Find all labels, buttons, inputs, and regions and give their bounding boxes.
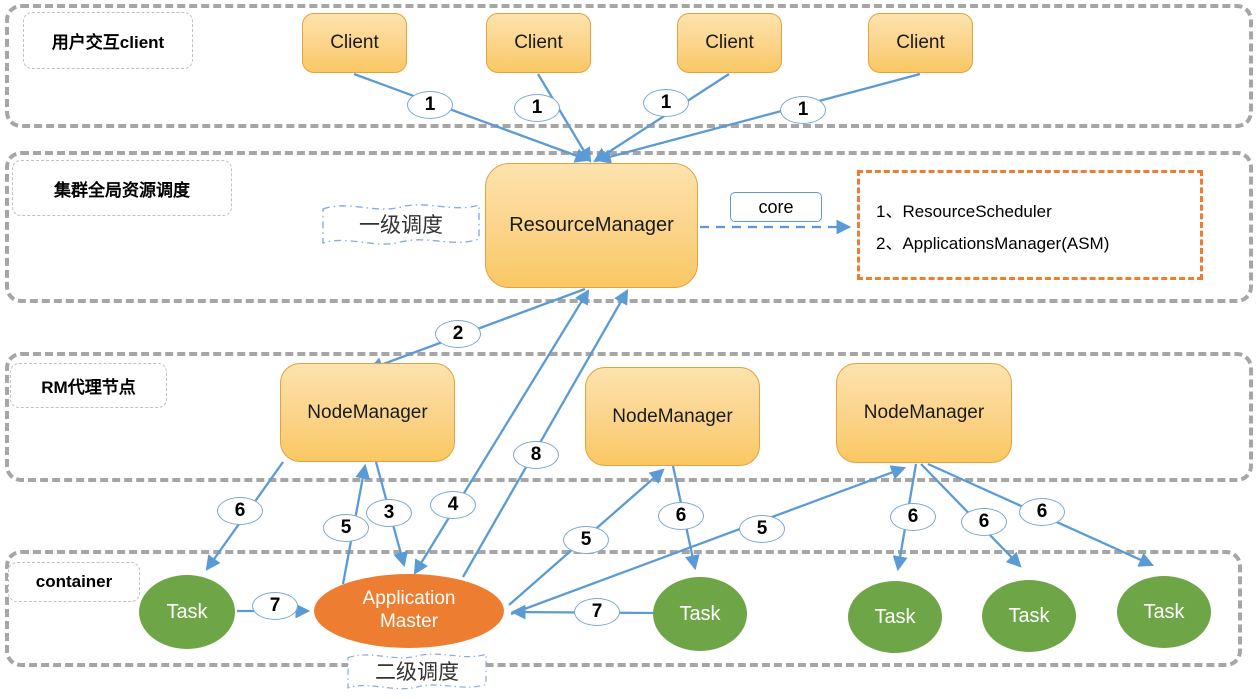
arrow-client2-to-rm	[537, 73, 592, 163]
global-scheduler-band-label: 集群全局资源调度	[12, 160, 232, 216]
task-node-4: Task	[982, 580, 1076, 652]
client-node-1: Client	[302, 13, 407, 73]
rm-agent-band	[5, 352, 1253, 482]
container-band-label: container	[8, 562, 140, 602]
step-badge-4: 4	[430, 491, 476, 519]
step-badge-7: 7	[574, 598, 620, 626]
global-scheduler-band	[5, 151, 1253, 303]
arrow-am-to-rm	[462, 289, 629, 578]
step-badge-2: 2	[435, 320, 481, 348]
step-badge-8: 8	[513, 441, 559, 469]
node-manager-3: NodeManager	[836, 363, 1012, 463]
first-level-scheduling-callout: 一级调度	[320, 198, 482, 250]
first-level-scheduling-callout-wave-shape	[322, 204, 480, 245]
task-node-1: Task	[139, 575, 235, 649]
application-master-node: Application Master	[314, 574, 504, 648]
clients-band-label: 用户交互client	[23, 12, 193, 69]
step-badge-3: 3	[366, 499, 412, 527]
rm-core-components-note: 1、ResourceScheduler 2、ApplicationsManage…	[857, 170, 1203, 280]
step-badge-6: 6	[961, 508, 1007, 536]
second-level-scheduling-callout-wave-shape	[347, 653, 487, 690]
step-badge-5: 5	[563, 526, 609, 554]
step-badge-1: 1	[780, 96, 826, 124]
note-line-resource-scheduler: 1、ResourceScheduler	[876, 201, 1052, 221]
client-node-4: Client	[868, 13, 973, 73]
step-badge-6: 6	[1019, 498, 1065, 526]
rm-agent-band-label: RM代理节点	[10, 363, 167, 408]
task-node-5: Task	[1117, 576, 1211, 648]
first-level-scheduling-callout-label: 一级调度	[359, 214, 443, 237]
arrow-client3-to-rm	[593, 73, 730, 163]
step-badge-5: 5	[323, 514, 369, 542]
step-badge-6: 6	[890, 503, 936, 531]
clients-band	[5, 4, 1253, 128]
node-manager-2: NodeManager	[585, 367, 760, 466]
arrow-client4-to-rm	[595, 72, 921, 164]
second-level-scheduling-callout: 二级调度	[336, 648, 498, 694]
container-band	[5, 550, 1242, 667]
client-node-3: Client	[677, 13, 782, 73]
arrow-am-to-nm3	[510, 465, 907, 616]
resource-manager-node: ResourceManager	[485, 163, 698, 288]
step-badge-6: 6	[658, 502, 704, 530]
note-line-applications-manager: 2、ApplicationsManager(ASM)	[876, 233, 1110, 253]
step-badge-1: 1	[514, 94, 560, 122]
arrow-client1-to-rm	[353, 72, 591, 163]
core-label-box: core	[730, 192, 822, 222]
step-badge-5: 5	[739, 515, 785, 543]
step-badge-1: 1	[407, 91, 453, 119]
task-node-2: Task	[653, 577, 747, 651]
step-badge-6: 6	[217, 497, 263, 525]
arrow-rm-to-am	[413, 289, 590, 575]
task-node-3: Task	[848, 581, 942, 653]
step-badge-1: 1	[643, 89, 689, 117]
node-manager-1: NodeManager	[280, 363, 455, 462]
client-node-2: Client	[486, 13, 591, 73]
second-level-scheduling-callout-label: 二级调度	[375, 661, 459, 684]
step-badge-7: 7	[252, 592, 298, 620]
